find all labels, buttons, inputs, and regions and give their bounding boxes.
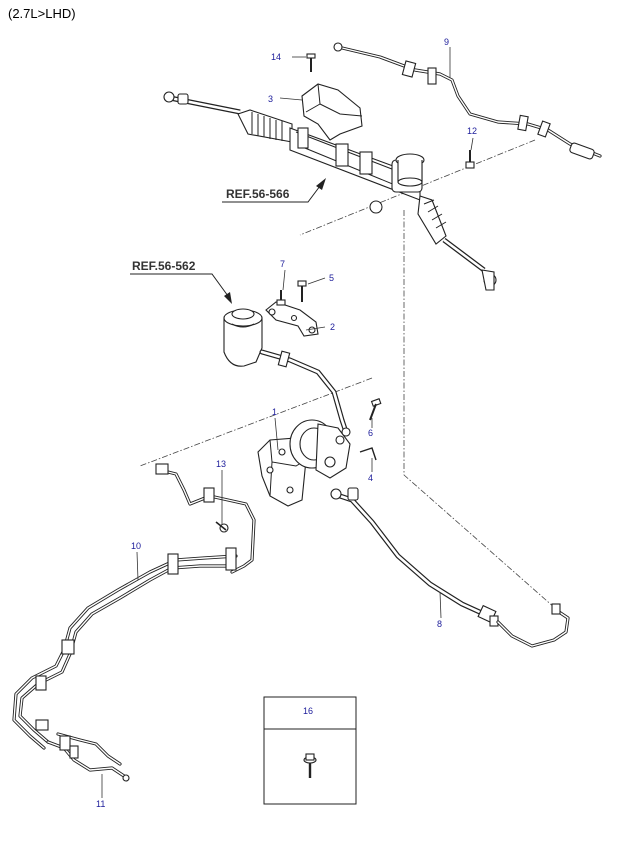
cooler-tube-11[interactable]	[46, 732, 130, 782]
part-16-number: 16	[303, 706, 313, 716]
callout-13[interactable]: 13	[216, 459, 226, 469]
callout-12[interactable]: 12	[467, 126, 477, 136]
part-16-box[interactable]: 16	[263, 696, 357, 805]
ref-56-566-label[interactable]: REF.56-566	[222, 178, 326, 203]
ref-56-562-label[interactable]: REF.56-562	[130, 259, 232, 304]
pressure-hose-8[interactable]	[330, 487, 570, 648]
callout-14[interactable]: 14	[271, 52, 281, 62]
bolt-16-icon	[303, 753, 317, 778]
reservoir-bracket-2[interactable]	[265, 301, 319, 337]
bolt-5[interactable]	[297, 280, 307, 302]
cooler-tube-10[interactable]	[12, 547, 238, 750]
diagram-title: (2.7L>LHD)	[8, 6, 76, 21]
bolt-7[interactable]	[276, 290, 286, 306]
callout-8[interactable]: 8	[437, 619, 442, 629]
leader-lines	[101, 47, 474, 798]
callout-10[interactable]: 10	[131, 541, 141, 551]
steering-gear-assembly[interactable]	[163, 91, 497, 291]
clip-4[interactable]	[359, 447, 377, 461]
callout-2[interactable]: 2	[330, 322, 335, 332]
bolt-12[interactable]	[465, 150, 475, 169]
callout-11[interactable]: 11	[96, 799, 105, 809]
return-tube-13[interactable]	[155, 463, 256, 574]
callout-5[interactable]: 5	[329, 273, 334, 283]
callout-4[interactable]: 4	[368, 473, 373, 483]
callout-7[interactable]: 7	[280, 259, 285, 269]
bolt-14[interactable]	[306, 53, 316, 72]
callout-9[interactable]: 9	[444, 37, 449, 47]
ref-562-text: REF.56-562	[132, 259, 196, 273]
ref-566-text: REF.56-566	[226, 187, 290, 201]
return-hose-9[interactable]	[333, 42, 602, 160]
callout-1[interactable]: 1	[272, 407, 277, 417]
bolt-6[interactable]	[369, 398, 382, 421]
callout-3[interactable]: 3	[268, 94, 273, 104]
callout-6[interactable]: 6	[368, 428, 373, 438]
power-steering-pump-1[interactable]	[289, 419, 351, 479]
heat-protector-3[interactable]	[301, 83, 363, 141]
dashed-reference-lines	[139, 139, 556, 609]
oil-reservoir[interactable]	[223, 308, 349, 435]
callout-numbers: 9 14 3 12 7 5 2 1 6 4 13 10 8 11	[96, 37, 477, 809]
